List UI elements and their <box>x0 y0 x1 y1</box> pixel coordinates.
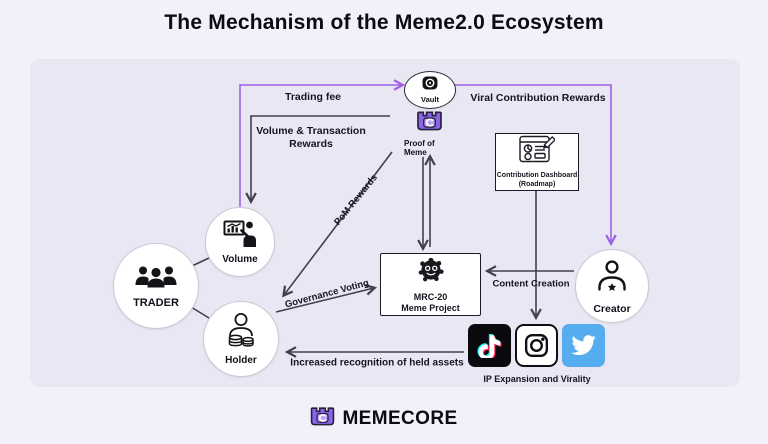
holder-node: Holder <box>203 301 279 377</box>
creator-label: Creator <box>593 302 631 315</box>
contribution-dashboard-label: Contribution Dashboard <box>496 171 578 179</box>
label-ip-expansion: IP Expansion and Virality <box>483 374 591 384</box>
label-content-creation: Content Creation <box>492 278 570 290</box>
contribution-dashboard-sublabel: (Roadmap) <box>518 180 556 188</box>
memecore-footer: MEMECORE <box>0 405 768 432</box>
label-volume-transaction-rewards: Volume & Transaction Rewards <box>256 124 366 150</box>
people-group-icon <box>134 264 178 295</box>
contribution-dashboard-node: Contribution Dashboard (Roadmap) <box>495 133 579 191</box>
mrc20-node: MRC-20 Meme Project <box>380 253 481 316</box>
creator-node: Creator <box>575 249 649 323</box>
person-coins-icon <box>224 312 258 353</box>
mrc20-sublabel: Meme Project <box>401 303 460 313</box>
mrc20-label: MRC-20 <box>413 291 448 302</box>
vault-icon <box>422 76 438 95</box>
trader-node: TRADER <box>113 243 199 329</box>
memecore-castle-icon <box>416 109 443 137</box>
proof-of-meme-node: Proof of Meme <box>404 109 454 157</box>
vault-node: Vault <box>404 71 456 109</box>
tiktok-icon <box>468 324 511 367</box>
memecore-logo-icon <box>310 405 335 432</box>
volume-node: Volume <box>205 207 275 277</box>
dashboard-icon <box>519 135 556 170</box>
vault-label: Vault <box>421 95 439 104</box>
holder-label: Holder <box>225 355 257 366</box>
person-star-icon <box>592 258 632 301</box>
diagram-panel <box>30 59 740 387</box>
twitter-icon <box>562 324 605 367</box>
meme-face-icon <box>416 255 446 290</box>
page-title: The Mechanism of the Meme2.0 Ecosystem <box>164 11 604 34</box>
brand-name: MEMECORE <box>342 407 458 429</box>
label-viral-contribution-rewards: Viral Contribution Rewards <box>470 92 606 104</box>
proof-of-meme-label: Proof of Meme <box>404 139 435 157</box>
instagram-icon <box>515 324 558 367</box>
presenter-chart-icon <box>223 219 257 252</box>
trader-label: TRADER <box>133 296 179 309</box>
label-trading-fee: Trading fee <box>284 91 342 103</box>
volume-label: Volume <box>222 254 258 265</box>
label-increased-recognition: Increased recognition of held assets <box>290 357 464 369</box>
